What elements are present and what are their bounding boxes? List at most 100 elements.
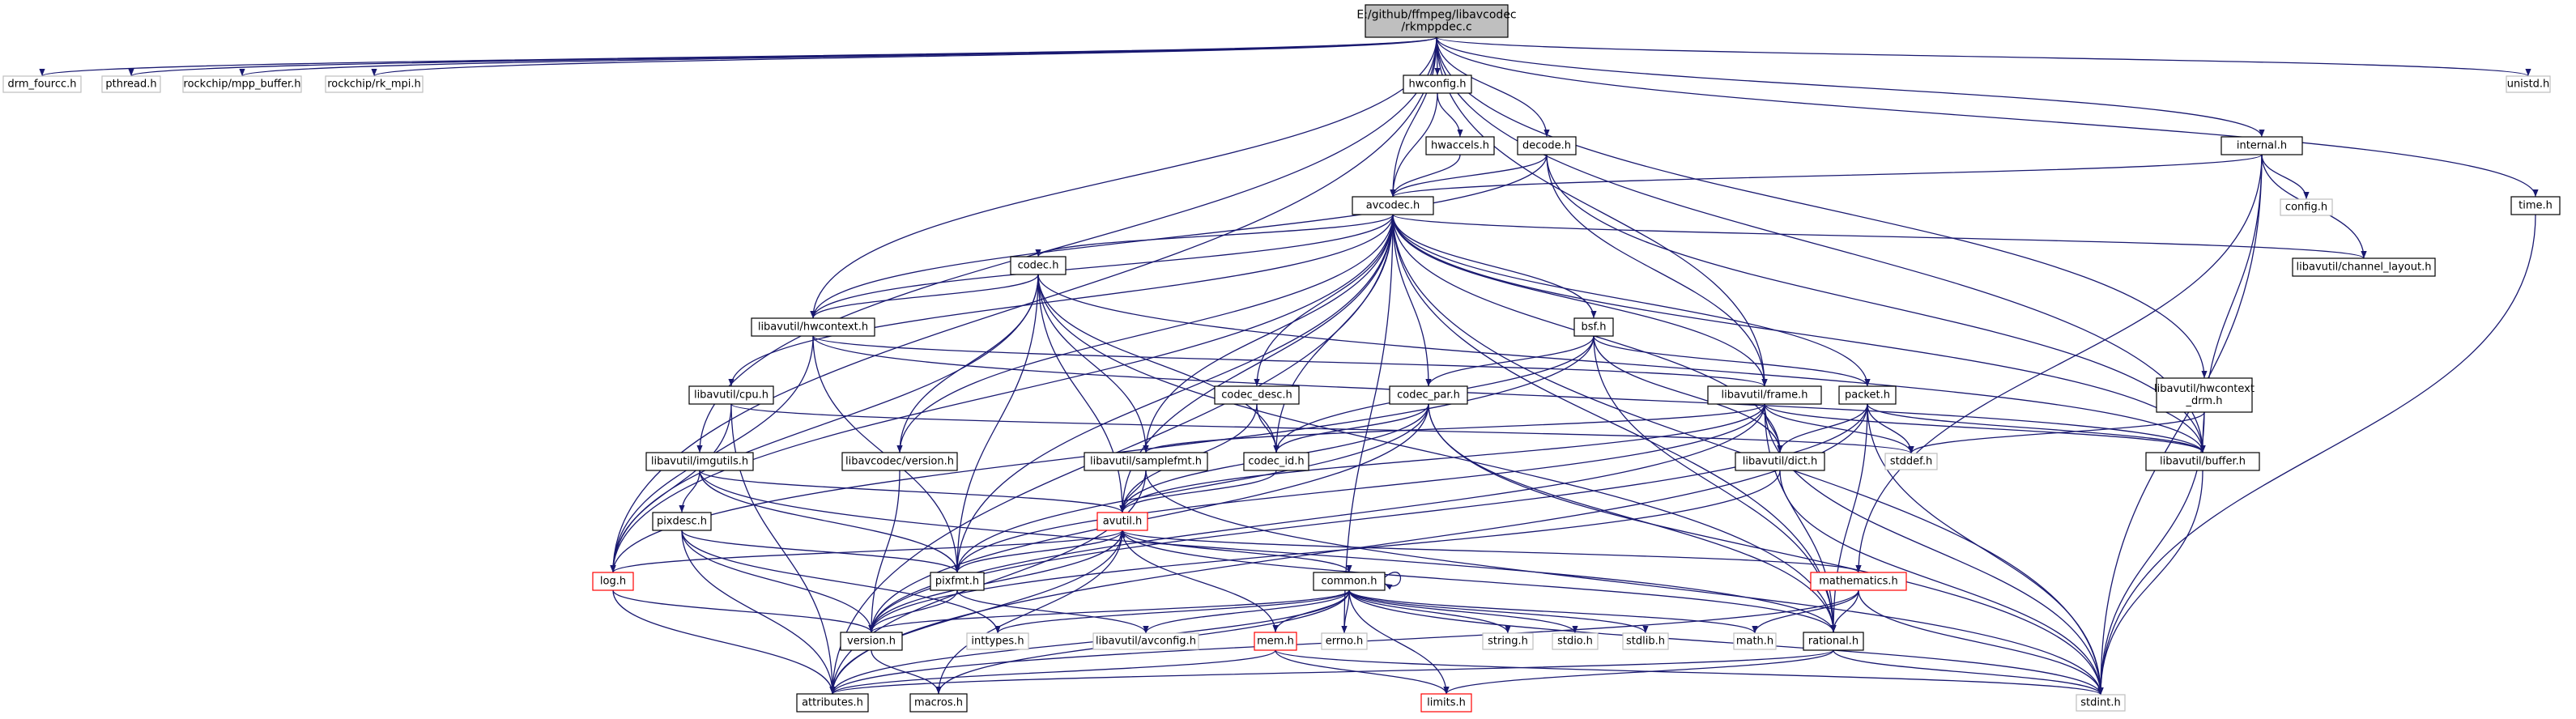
node-avconfig[interactable]: libavutil/avconfig.h [1092, 632, 1199, 650]
node-label-drm_fourcc: drm_fourcc.h [7, 79, 76, 91]
edge-bsf-to-dict [1593, 335, 1783, 453]
node-box-attributes [796, 693, 869, 713]
node-time[interactable]: time.h [2510, 196, 2561, 215]
node-label-codec_desc: codec_desc.h [1221, 389, 1292, 402]
node-bsf[interactable]: bsf.h [1573, 317, 1614, 337]
edge-version-to-macros [871, 649, 942, 695]
edge-root-to-hwcontext_drm [1436, 36, 2208, 379]
edge-avcodec-to-errno [1341, 214, 1394, 634]
edge-cpu-to-stddef [730, 403, 1914, 454]
node-frame[interactable]: libavutil/frame.h [1707, 385, 1822, 405]
node-label-cpu: libavutil/cpu.h [694, 389, 769, 402]
node-box-stdlib [1622, 632, 1669, 650]
node-config[interactable]: config.h [2280, 198, 2333, 216]
node-box-mem [1254, 632, 1297, 651]
node-codec_par[interactable]: codec_par.h [1389, 385, 1468, 405]
node-label-rational: rational.h [1808, 636, 1859, 648]
edge-common-to-string [1348, 589, 1511, 634]
node-label-string: string.h [1488, 636, 1528, 648]
node-internal[interactable]: internal.h [2220, 136, 2303, 155]
edge-rational-to-stdint [1833, 649, 2104, 696]
node-mem[interactable]: mem.h [1254, 632, 1297, 651]
node-decode[interactable]: decode.h [1517, 136, 1577, 155]
node-channel_layout[interactable]: libavutil/channel_layout.h [2292, 257, 2436, 277]
node-drm_fourcc[interactable]: drm_fourcc.h [2, 75, 82, 93]
node-box-codec_par [1389, 385, 1468, 405]
node-label-pixdesc: pixdesc.h [657, 516, 707, 528]
node-label-codec_par: codec_par.h [1397, 389, 1460, 402]
node-codec[interactable]: codec.h [1010, 256, 1067, 275]
node-errno[interactable]: errno.h [1321, 632, 1368, 650]
node-hwaccels[interactable]: hwaccels.h [1425, 136, 1495, 155]
node-stdint[interactable]: stdint.h [2076, 694, 2126, 712]
edge-decode-to-hwcontext [810, 154, 1548, 319]
node-unistd[interactable]: unistd.h [2506, 75, 2551, 93]
edge-imgutils-to-pixdesc [679, 470, 700, 513]
edge-internal-to-avcodec [1390, 154, 2263, 198]
node-mpp_buffer[interactable]: rockchip/mpp_buffer.h [182, 75, 302, 93]
node-rational[interactable]: rational.h [1803, 632, 1864, 651]
edge-common-to-stdlib [1348, 589, 1649, 634]
node-string[interactable]: string.h [1482, 632, 1534, 650]
edge-common-to-limits [1348, 589, 1450, 695]
node-pixfmt[interactable]: pixfmt.h [930, 572, 985, 591]
header-nodes: E:/github/ffmpeg/libavcodec/rkmppdec.c dr… [2, 4, 2561, 713]
edge-avutil-to-pixfmt [954, 530, 1123, 573]
node-stdio[interactable]: stdio.h [1552, 632, 1599, 650]
node-box-channel_layout [2292, 257, 2436, 277]
node-buffer[interactable]: libavutil/buffer.h [2145, 452, 2260, 471]
node-rk_mpi[interactable]: rockchip/rk_mpi.h [325, 75, 424, 93]
node-mathematics[interactable]: mathematics.h [1810, 572, 1907, 591]
edge-common-to-attributes [829, 589, 1350, 695]
edge-avcodec-to-codec_desc [1254, 214, 1394, 387]
node-avutil[interactable]: avutil.h [1096, 512, 1148, 531]
edge-frame-to-avutil [1119, 403, 1765, 513]
node-macros[interactable]: macros.h [909, 693, 968, 713]
node-dict[interactable]: libavutil/dict.h [1735, 452, 1825, 471]
node-box-hwcontext_drm [2156, 377, 2253, 413]
edge-imgutils-to-pixfmt [699, 470, 960, 573]
node-box-avcodec [1352, 196, 1434, 215]
node-lavc_version[interactable]: libavcodec/version.h [841, 452, 958, 471]
node-codec_desc[interactable]: codec_desc.h [1214, 385, 1300, 405]
node-hwcontext[interactable]: libavutil/hwcontext.h [751, 317, 875, 337]
node-box-decode [1517, 136, 1577, 155]
node-imgutils[interactable]: libavutil/imgutils.h [645, 452, 754, 471]
node-cpu[interactable]: libavutil/cpu.h [688, 385, 774, 405]
edge-packet-to-rational [1830, 403, 1868, 633]
edge-internal-to-config [2261, 154, 2310, 200]
node-attributes[interactable]: attributes.h [796, 693, 869, 713]
node-box-buffer [2145, 452, 2260, 471]
node-math[interactable]: math.h [1733, 632, 1777, 650]
node-label-version: version.h [847, 636, 896, 648]
node-limits[interactable]: limits.h [1420, 693, 1472, 713]
node-pixdesc[interactable]: pixdesc.h [652, 512, 712, 531]
edge-avutil-to-common [1122, 530, 1352, 573]
node-hwconfig[interactable]: hwconfig.h [1403, 74, 1472, 94]
node-common[interactable]: common.h [1313, 572, 1386, 591]
node-hwcontext_drm[interactable]: libavutil/hwcontext_drm.h [2154, 377, 2255, 413]
node-label-stddef: stddef.h [1890, 456, 1932, 468]
node-stddef[interactable]: stddef.h [1884, 453, 1938, 470]
node-root[interactable]: E:/github/ffmpeg/libavcodec/rkmppdec.c [1356, 4, 1517, 38]
node-box-imgutils [645, 452, 754, 471]
edge-internal-to-stdint [2097, 154, 2263, 696]
node-label-common: common.h [1322, 576, 1377, 588]
node-pthread[interactable]: pthread.h [101, 75, 161, 93]
node-label-samplefmt: libavutil/samplefmt.h [1090, 456, 1202, 468]
node-avcodec[interactable]: avcodec.h [1352, 196, 1434, 215]
node-codec_id[interactable]: codec_id.h [1243, 452, 1309, 471]
node-inttypes[interactable]: inttypes.h [966, 632, 1029, 650]
node-stdlib[interactable]: stdlib.h [1622, 632, 1669, 650]
node-samplefmt[interactable]: libavutil/samplefmt.h [1084, 452, 1208, 471]
edge-codec_id-to-avutil [1119, 470, 1277, 513]
node-log[interactable]: log.h [592, 572, 634, 591]
node-version[interactable]: version.h [840, 632, 903, 651]
node-box-stdio [1552, 632, 1599, 650]
node-packet[interactable]: packet.h [1838, 385, 1897, 405]
node-box-cpu [688, 385, 774, 405]
edge-codec_par-to-rational [1428, 403, 1837, 633]
edge-codec-to-rational [1037, 274, 1837, 633]
node-box-pthread [101, 75, 161, 93]
